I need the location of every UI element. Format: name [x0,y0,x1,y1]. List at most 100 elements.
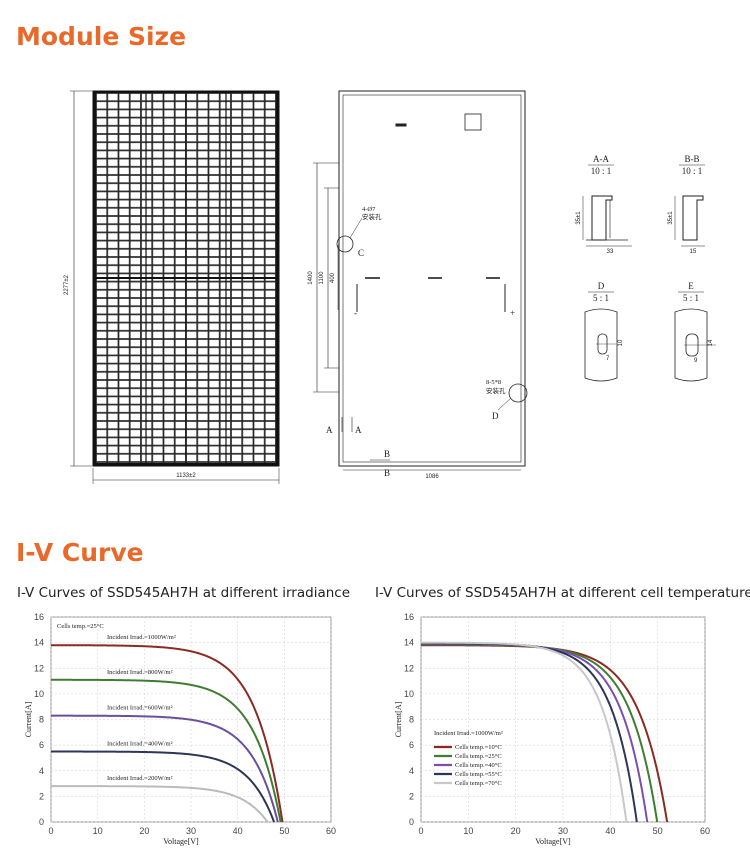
y-axis-label: Current[A] [24,701,33,737]
x-tick-label: 10 [93,826,103,836]
module-drawing: 2277±2 1133±2 - + 1400 1100 400 4-Ø7 [64,90,716,484]
series-label: Incident Irrad.=1000W/m² [107,634,176,641]
series-line [51,678,282,823]
y-tick-label: 16 [34,612,44,622]
x-tick-label: 40 [605,826,615,836]
chart-annotation: Cells temp.=25°C [57,623,104,630]
callout-c: C [358,248,364,258]
y-axis-label: Current[A] [394,701,403,737]
legend-label: Cells temp.=10°C [455,744,502,751]
module-size-title: Module Size [16,22,187,51]
hole-c-note: 安装孔 [362,212,382,221]
x-tick-label: 30 [186,826,196,836]
x-tick-label: 0 [418,826,423,836]
front-view: 2277±2 1133±2 [64,90,280,484]
detail-bb-width: 15 [690,249,697,255]
pitch-1100-dimension: 1100 [319,271,325,285]
legend-label: Cells temp.=40°C [455,762,502,769]
x-tick-label: 50 [653,826,663,836]
detail-aa-scale: 10 : 1 [591,166,612,176]
y-tick-label: 0 [409,817,414,827]
y-tick-label: 2 [409,791,414,801]
y-tick-label: 16 [404,612,414,622]
y-tick-label: 8 [39,715,44,725]
y-tick-label: 0 [39,817,44,827]
detail-e-dim1: 9 [694,358,698,364]
detail-a-a: A-A 10 : 1 33 35±1 [576,154,632,255]
y-tick-label: 10 [34,689,44,699]
x-tick-label: 60 [326,826,336,836]
hole-d-note: 安装孔 [486,386,506,395]
series-label: Incident Irrad.=200W/m² [107,775,173,782]
section-b-bottom: B [384,468,390,478]
detail-d-dim1: 7 [606,356,610,362]
y-tick-label: 10 [404,689,414,699]
detail-b-b: B-B 10 : 1 15 35±1 [668,154,705,255]
callout-d: D [492,411,499,421]
detail-d-title: D [598,281,605,291]
series-label: Incident Irrad.=800W/m² [107,669,173,676]
y-tick-label: 12 [34,663,44,673]
series-line [51,785,269,823]
detail-e-dim2: 14 [708,339,714,346]
series-line [51,644,284,823]
x-tick-label: 0 [48,826,53,836]
series-line [51,750,276,823]
y-tick-label: 2 [39,791,44,801]
series-line [421,641,628,823]
y-tick-label: 14 [34,638,44,648]
chart-annotation: Incident Irrad.=1000W/m² [434,730,503,737]
y-tick-label: 4 [39,766,44,776]
x-axis-label: Voltage[V] [163,837,199,846]
section-a-right: A [355,425,362,435]
width-dimension: 1133±2 [176,473,196,479]
y-tick-label: 4 [409,766,414,776]
back-view: - + 1400 1100 400 4-Ø7 安装孔 C 8-5*8 安装孔 D… [308,90,528,480]
y-tick-label: 6 [39,740,44,750]
pitch-400-dimension: 400 [330,272,336,283]
detail-aa-height: 35±1 [576,211,582,225]
y-tick-label: 8 [409,715,414,725]
legend-label: Cells temp.=55°C [455,771,502,778]
x-tick-label: 20 [511,826,521,836]
detail-d: D 5 : 1 7 10 [584,281,624,382]
x-tick-label: 30 [558,826,568,836]
detail-d-dim2: 10 [618,339,624,346]
y-tick-label: 12 [404,663,414,673]
minus-label: - [354,308,357,318]
detail-e-scale: 5 : 1 [683,293,699,303]
legend-label: Cells temp.=25°C [455,753,502,760]
x-tick-label: 20 [139,826,149,836]
pitch-1400-dimension: 1400 [308,271,314,285]
detail-bb-scale: 10 : 1 [682,166,703,176]
series-label: Incident Irrad.=600W/m² [107,705,173,712]
detail-bb-title: B-B [684,154,699,164]
hole-d-spec: 8-5*8 [486,379,501,386]
section-b-top: B [384,449,390,459]
legend-label: Cells temp.=70°C [455,780,502,787]
y-tick-label: 6 [409,740,414,750]
height-dimension: 2277±2 [64,274,70,295]
x-axis-label: Voltage[V] [535,837,571,846]
section-a-left: A [326,425,333,435]
detail-e: E 5 : 1 9 14 [674,281,716,382]
x-tick-label: 10 [463,826,473,836]
detail-e-title: E [688,281,694,291]
back-width-dimension: 1086 [425,474,439,480]
detail-d-scale: 5 : 1 [593,293,609,303]
x-tick-label: 40 [233,826,243,836]
plus-label: + [510,308,515,318]
series-line [51,714,279,823]
x-tick-label: 50 [279,826,289,836]
y-tick-label: 14 [404,638,414,648]
hole-c-spec: 4-Ø7 [362,206,376,213]
detail-aa-title: A-A [593,154,609,164]
detail-aa-width: 33 [607,249,614,255]
chart-temperature-caption: I-V Curves of SSD545AH7H at different ce… [375,585,750,601]
x-tick-label: 60 [700,826,710,836]
iv-curve-title: I-V Curve [16,538,144,567]
chart-irradiance-caption: I-V Curves of SSD545AH7H at different ir… [17,585,351,601]
series-label: Incident Irrad.=400W/m² [107,741,173,748]
